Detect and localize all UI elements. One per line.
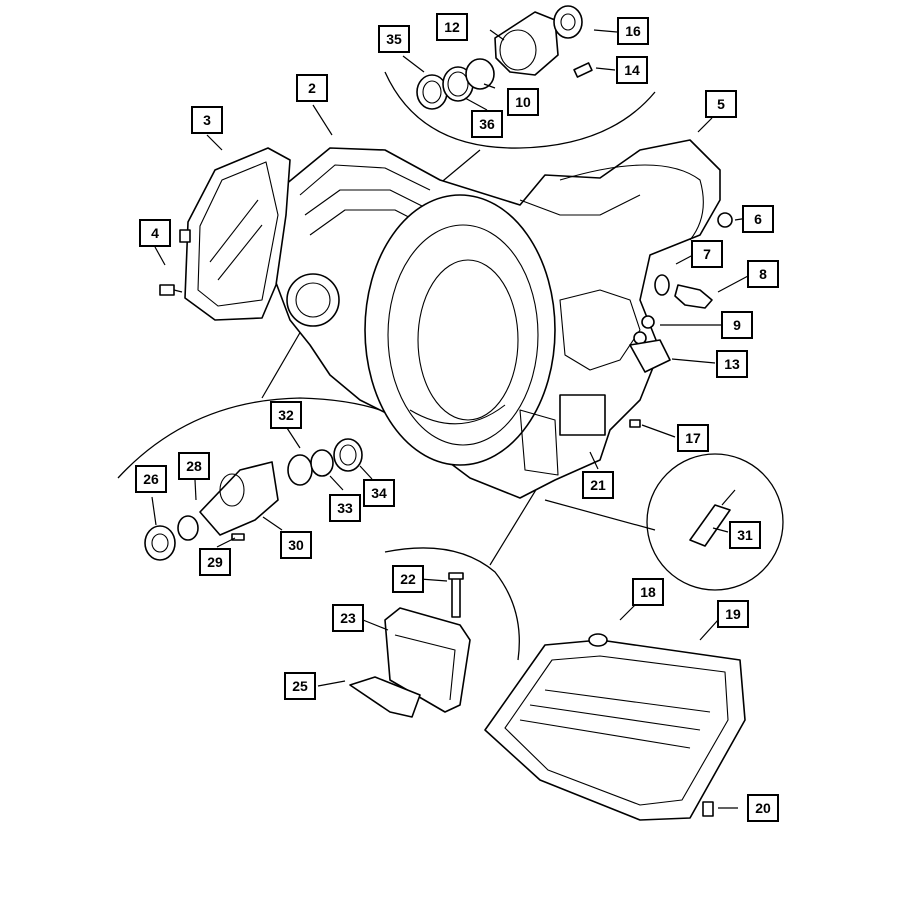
callout-14: 14 (616, 56, 648, 84)
callout-10-label: 10 (515, 94, 531, 110)
callout-32-label: 32 (278, 407, 294, 423)
sensor-detail-leader (544, 499, 656, 531)
callout-26: 26 (135, 465, 167, 493)
part-6 (717, 212, 733, 228)
callout-7: 7 (691, 240, 723, 268)
callout-13: 13 (716, 350, 748, 378)
valve-body-group (349, 572, 471, 718)
side-cover (184, 147, 291, 321)
callout-17-label: 17 (685, 430, 701, 446)
callout-33: 33 (329, 494, 361, 522)
callout-34-label: 34 (371, 485, 387, 501)
callout-12: 12 (436, 13, 468, 41)
callout-31-label: 31 (737, 527, 753, 543)
callout-8-label: 8 (759, 266, 767, 282)
callout-6: 6 (742, 205, 774, 233)
oil-pan (484, 633, 746, 821)
adapter-housing-group (416, 5, 583, 110)
callout-16: 16 (617, 17, 649, 45)
top-detail-arc (384, 71, 656, 149)
callout-35: 35 (378, 25, 410, 53)
callout-10: 10 (507, 88, 539, 116)
callout-5-label: 5 (717, 96, 725, 112)
callout-23-label: 23 (340, 610, 356, 626)
callout-19: 19 (717, 600, 749, 628)
bolt-part-4b (179, 229, 191, 243)
part-13-solenoid (629, 339, 671, 373)
callout-2: 2 (296, 74, 328, 102)
callout-29-label: 29 (207, 554, 223, 570)
callout-26-label: 26 (143, 471, 159, 487)
callout-12-label: 12 (444, 19, 460, 35)
callout-5: 5 (705, 90, 737, 118)
callout-22: 22 (392, 565, 424, 593)
extension-housing-group (144, 438, 363, 561)
callout-25: 25 (284, 672, 316, 700)
callout-35-label: 35 (386, 31, 402, 47)
callout-20-label: 20 (755, 800, 771, 816)
callout-18: 18 (632, 578, 664, 606)
callout-4: 4 (139, 219, 171, 247)
callout-28: 28 (178, 452, 210, 480)
callout-36: 36 (471, 110, 503, 138)
valve-body-detail-arc (384, 547, 520, 661)
part-17-bolt (629, 419, 641, 428)
callout-16-label: 16 (625, 23, 641, 39)
callout-8: 8 (747, 260, 779, 288)
callout-6-label: 6 (754, 211, 762, 227)
callout-21-label: 21 (590, 477, 606, 493)
callout-18-label: 18 (640, 584, 656, 600)
callout-29: 29 (199, 548, 231, 576)
callout-31: 31 (729, 521, 761, 549)
callout-3: 3 (191, 106, 223, 134)
callout-28-label: 28 (186, 458, 202, 474)
part-8-sensor (674, 284, 713, 309)
part-9-fittings (633, 315, 655, 345)
callout-14-label: 14 (624, 62, 640, 78)
callout-3-label: 3 (203, 112, 211, 128)
callout-21: 21 (582, 471, 614, 499)
sensor-detail-circle (646, 453, 784, 591)
callout-32: 32 (270, 401, 302, 429)
callout-22-label: 22 (400, 571, 416, 587)
callout-9: 9 (721, 311, 753, 339)
callout-4-label: 4 (151, 225, 159, 241)
sensor-part-31 (689, 489, 736, 547)
part-14-bolt (573, 62, 593, 78)
callout-7-label: 7 (703, 246, 711, 262)
callout-23: 23 (332, 604, 364, 632)
callout-2-label: 2 (308, 80, 316, 96)
callout-20: 20 (747, 794, 779, 822)
callout-30-label: 30 (288, 537, 304, 553)
callout-33-label: 33 (337, 500, 353, 516)
callout-17: 17 (677, 424, 709, 452)
callout-34: 34 (363, 479, 395, 507)
callout-13-label: 13 (724, 356, 740, 372)
transaxle-case (271, 139, 721, 499)
callout-36-label: 36 (479, 116, 495, 132)
bolt-part-4 (159, 284, 183, 296)
part-7-gasket (654, 274, 670, 296)
callout-25-label: 25 (292, 678, 308, 694)
callout-9-label: 9 (733, 317, 741, 333)
callout-30: 30 (280, 531, 312, 559)
callout-19-label: 19 (725, 606, 741, 622)
